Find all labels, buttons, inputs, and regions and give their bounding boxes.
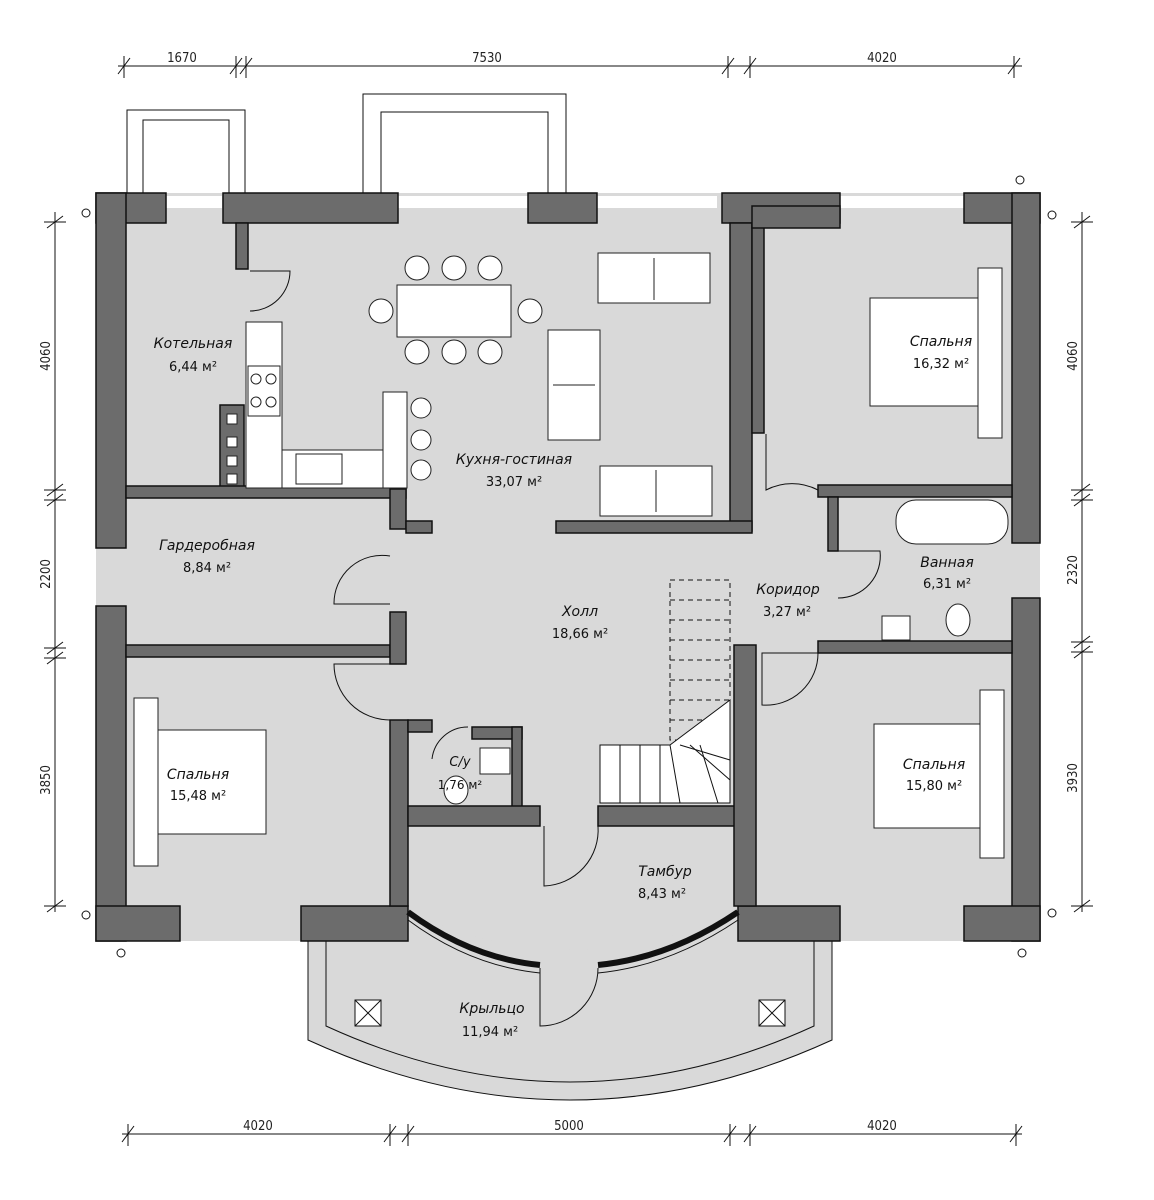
room-vestibule-name: Тамбур <box>638 864 692 880</box>
room-wardrobe-area: 8,84 м² <box>183 561 231 576</box>
room-bathroom-name: Ванная <box>920 555 974 571</box>
staircase <box>599 579 731 804</box>
room-labels: Котельная 6,44 м² Кухня-гостиная 33,07 м… <box>154 334 974 1040</box>
room-bedroom-se-area: 15,80 м² <box>906 779 962 794</box>
dim-left-2: 2200 <box>39 559 54 589</box>
room-kitchen-area: 33,07 м² <box>486 475 542 490</box>
dim-right-3: 3930 <box>1066 763 1081 793</box>
dim-left-3: 3850 <box>39 765 54 795</box>
room-bedroom-ne-area: 16,32 м² <box>913 357 969 372</box>
room-hall-area: 18,66 м² <box>552 627 608 642</box>
room-wc-area: 1,76 м² <box>438 778 483 792</box>
column-right <box>758 999 786 1027</box>
room-boiler-area: 6,44 м² <box>169 360 217 375</box>
room-vestibule-area: 8,43 м² <box>638 887 686 902</box>
axis-markers <box>81 175 1057 958</box>
dimension-lines: 1670 7530 4020 4020 5000 4020 4060 2200 … <box>39 51 1093 1146</box>
dim-right-2: 2320 <box>1066 555 1081 585</box>
room-corridor-area: 3,27 м² <box>763 605 811 620</box>
dim-top-1: 1670 <box>167 51 197 66</box>
bay-window <box>406 909 740 974</box>
room-bedroom-se-name: Спальня <box>903 757 965 773</box>
column-left <box>354 999 382 1027</box>
room-bathroom-area: 6,31 м² <box>923 577 971 592</box>
dim-bottom-2: 5000 <box>554 1119 584 1134</box>
exterior-outlines <box>126 93 567 195</box>
room-bedroom-ne-name: Спальня <box>910 334 972 350</box>
room-bedroom-sw-area: 15,48 м² <box>170 789 226 804</box>
dim-top-3: 4020 <box>867 51 897 66</box>
room-corridor-name: Коридор <box>756 582 820 598</box>
dim-top-2: 7530 <box>472 51 502 66</box>
doors <box>249 270 881 1027</box>
room-boiler-name: Котельная <box>154 336 233 352</box>
dim-right-1: 4060 <box>1066 341 1081 371</box>
room-wardrobe-name: Гардеробная <box>159 538 255 554</box>
dim-bottom-1: 4020 <box>243 1119 273 1134</box>
room-porch-name: Крыльцо <box>459 1001 524 1017</box>
room-wc-name: С/у <box>449 755 470 770</box>
room-hall-name: Холл <box>561 604 598 620</box>
room-porch-area: 11,94 м² <box>462 1025 518 1040</box>
dim-bottom-3: 4020 <box>867 1119 897 1134</box>
room-kitchen-name: Кухня-гостиная <box>456 452 572 468</box>
room-bedroom-sw-name: Спальня <box>167 767 229 783</box>
porch <box>307 939 833 1101</box>
dim-left-1: 4060 <box>39 341 54 371</box>
walls <box>95 192 1041 942</box>
furniture <box>133 252 1009 867</box>
